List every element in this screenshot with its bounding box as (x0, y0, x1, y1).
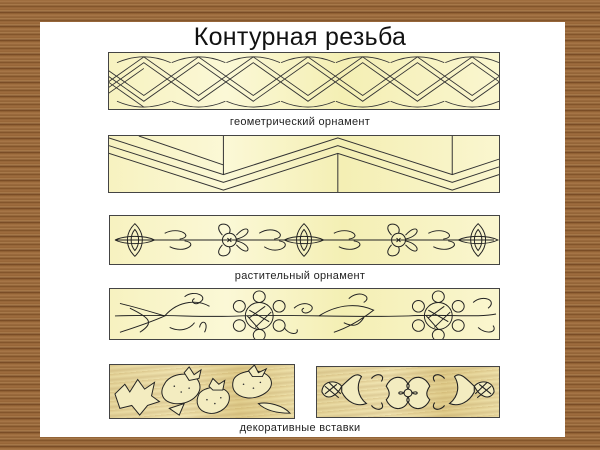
floral-pattern-2 (114, 290, 497, 339)
zigzag-pattern (109, 136, 499, 192)
leaf-motif (283, 223, 326, 257)
flower-motif-2 (387, 223, 418, 257)
scroll-flower-insert (316, 366, 500, 418)
flower-motif-1 (218, 223, 249, 257)
strawberry-pattern (114, 365, 292, 416)
floral-pattern-1 (114, 223, 499, 257)
geometric-zigzag-band (108, 135, 500, 193)
strawberry-insert (109, 364, 295, 419)
floral-band-flowers-and-leaves (109, 215, 500, 265)
sunflower-motif-1 (232, 290, 286, 339)
sunflower-motif-2 (411, 290, 465, 339)
floral-band-sunflowers-and-vines (109, 288, 500, 340)
caption-floral: растительный орнамент (234, 270, 366, 282)
caption-decorative: декоративные вставки (239, 422, 361, 434)
leaf-motif (457, 223, 499, 257)
scroll-flower-pattern (321, 374, 495, 410)
slide-title: Контурная резьба (193, 23, 407, 51)
geometric-lattice-band (108, 52, 500, 110)
lattice-pattern (109, 56, 499, 108)
leaf-motif (114, 223, 156, 257)
caption-geometric: геометрический орнамент (229, 116, 371, 128)
